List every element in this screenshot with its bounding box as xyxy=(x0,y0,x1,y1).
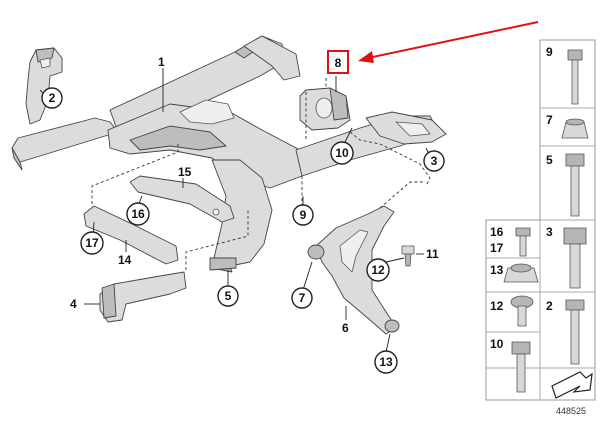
callout-1: 1 xyxy=(158,55,165,69)
red-arrow xyxy=(358,21,539,63)
brace-15 xyxy=(129,175,235,223)
wishbone xyxy=(307,205,400,335)
svg-text:10: 10 xyxy=(335,146,349,160)
thrust-plate xyxy=(83,205,179,265)
callout-4: 4 xyxy=(70,297,77,311)
svg-text:16: 16 xyxy=(131,207,145,221)
callout-6: 6 xyxy=(342,321,349,335)
assembly-lines xyxy=(91,78,431,270)
bolt-10-drawing xyxy=(511,341,531,393)
callout-7: 7 xyxy=(291,287,313,309)
svg-text:13: 13 xyxy=(379,355,393,369)
bolt-2-drawing xyxy=(565,299,585,365)
nut-7-drawing xyxy=(561,118,589,139)
nut-13-drawing xyxy=(503,263,539,283)
panel-label-3: 3 xyxy=(546,225,553,239)
panel-label-12: 12 xyxy=(490,299,504,313)
bolt-12-drawing xyxy=(510,295,534,327)
svg-text:7: 7 xyxy=(299,291,306,305)
svg-text:9: 9 xyxy=(300,208,307,222)
engine-mount xyxy=(299,87,351,131)
panel-label-16: 16 xyxy=(490,225,504,239)
callout-12: 12 xyxy=(366,258,390,282)
panel-label-7: 7 xyxy=(546,113,553,127)
svg-text:8: 8 xyxy=(335,56,342,70)
bolt-9-drawing xyxy=(567,49,583,105)
callout-15: 15 xyxy=(178,165,192,179)
bolt-3-drawing xyxy=(563,227,587,289)
bolt-5-drawing xyxy=(565,153,585,217)
panel-label-9: 9 xyxy=(546,45,553,59)
svg-text:5: 5 xyxy=(225,289,232,303)
callout-17: 17 xyxy=(80,231,104,255)
svg-text:2: 2 xyxy=(49,91,56,105)
callout-2: 2 xyxy=(41,87,63,109)
callout-14: 14 xyxy=(118,253,132,267)
direction-arrow-icon xyxy=(551,371,593,399)
figure-number: 448525 xyxy=(556,406,586,416)
callout-11: 11 xyxy=(426,247,439,261)
panel-label-17: 17 xyxy=(490,241,504,255)
callout-8-highlight: 8 xyxy=(327,50,349,74)
panel-label-5: 5 xyxy=(546,153,553,167)
panel-label-2: 2 xyxy=(546,299,553,313)
bolt-16-17-drawing xyxy=(515,227,531,257)
panel-label-10: 10 xyxy=(490,337,504,351)
ball-joint-bolt xyxy=(401,245,415,267)
callout-5: 5 xyxy=(217,285,239,307)
callout-13: 13 xyxy=(374,350,398,374)
callout-10: 10 xyxy=(330,141,354,165)
support-bracket xyxy=(99,271,187,323)
svg-text:3: 3 xyxy=(431,154,438,168)
callout-3: 3 xyxy=(423,150,445,172)
panel-label-13: 13 xyxy=(490,263,504,277)
callout-16: 16 xyxy=(126,202,150,226)
svg-text:17: 17 xyxy=(85,236,99,250)
svg-text:12: 12 xyxy=(371,263,385,277)
callout-9: 9 xyxy=(292,204,314,226)
front-axle-subframe xyxy=(11,35,447,273)
hardware-panel xyxy=(485,39,596,401)
